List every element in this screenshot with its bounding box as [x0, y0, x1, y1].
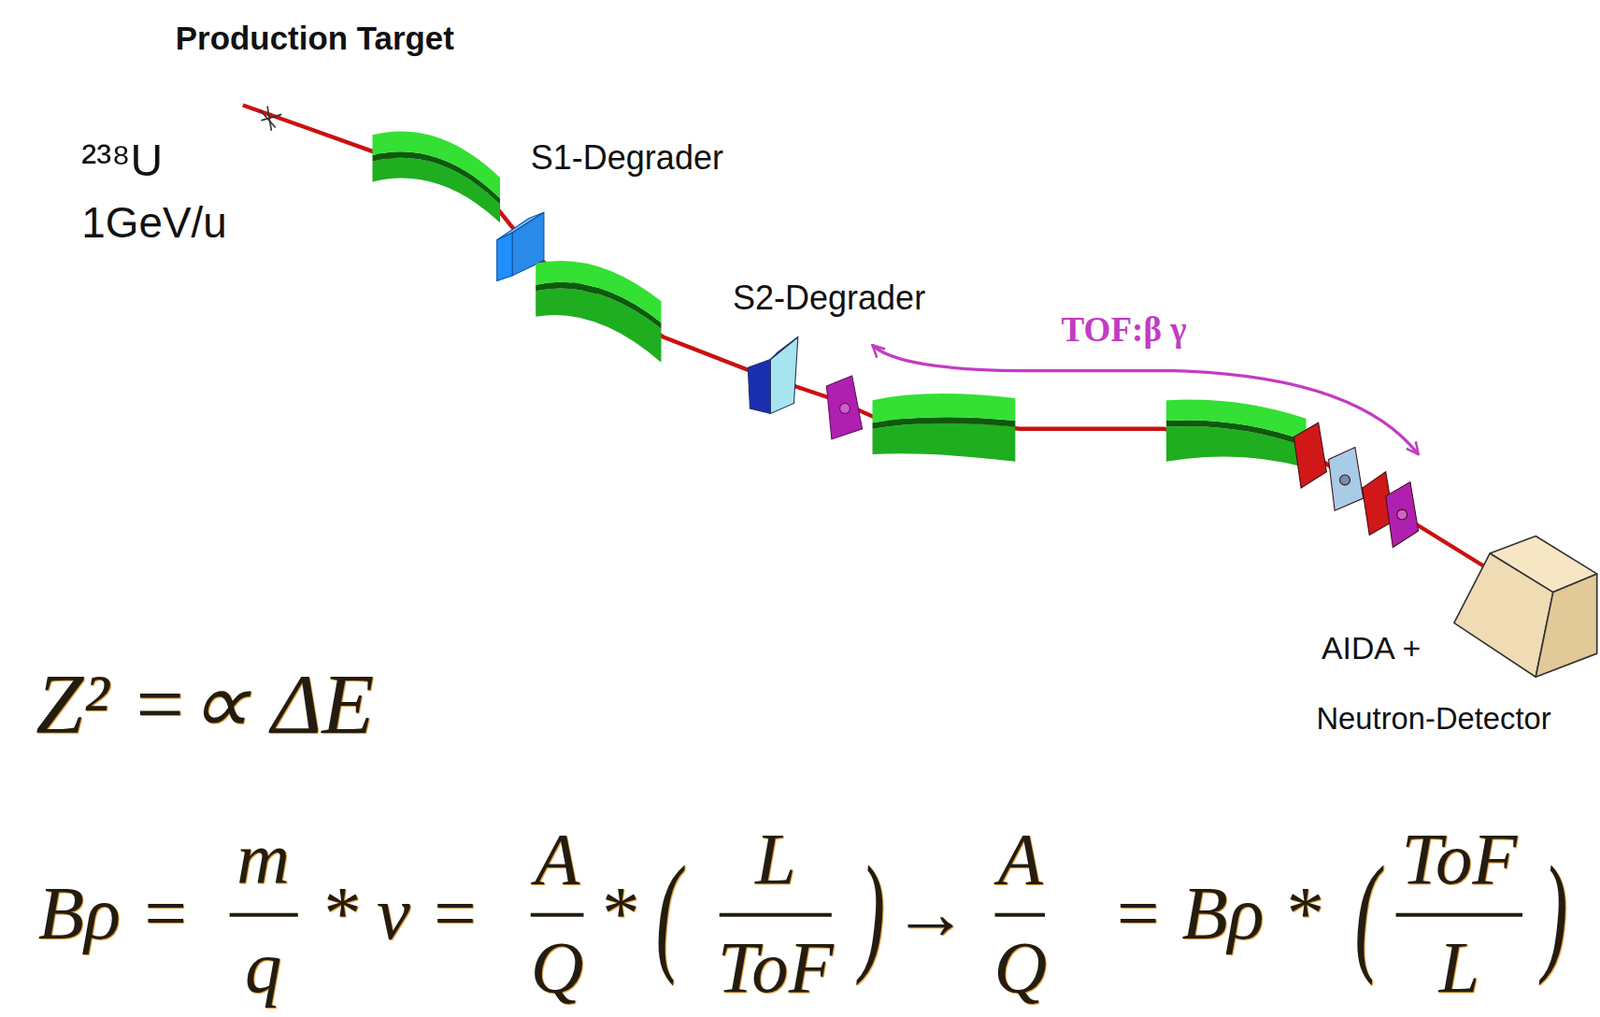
equation: Z² =∝ ΔE — [35, 661, 374, 748]
aida-neutron-detector — [1454, 535, 1598, 677]
parenthesis: ) — [1542, 846, 1569, 979]
dipole-magnet — [1166, 400, 1307, 469]
degrader-label: S2-Degrader — [732, 281, 926, 315]
numerator: m — [236, 822, 290, 897]
parenthesis: ( — [656, 846, 682, 979]
parenthesis: ( — [1355, 846, 1381, 979]
numerator: A — [998, 822, 1043, 897]
dipole-magnet — [872, 393, 1016, 462]
beam-line — [242, 105, 1486, 568]
denominator: ToF — [717, 930, 834, 1005]
numerator: L — [755, 822, 797, 897]
denominator: L — [1438, 930, 1480, 1005]
denominator: Q — [530, 930, 585, 1005]
operator: * — [598, 875, 636, 952]
detector — [826, 375, 862, 440]
dipole-magnet — [372, 130, 500, 223]
degrader-label: S1-Degrader — [530, 141, 724, 175]
numerator: A — [534, 822, 580, 897]
detector-label: AIDA + — [1321, 632, 1421, 665]
s2-degrader — [747, 336, 799, 414]
detector-stack — [1293, 422, 1418, 547]
equation-term: * v = — [319, 875, 480, 952]
parenthesis: ) — [859, 846, 886, 979]
production-target — [259, 106, 282, 131]
operator: → — [892, 875, 969, 952]
equation-term: = Bρ * — [1112, 875, 1321, 952]
denominator: q — [244, 930, 282, 1005]
dipole-magnet — [535, 260, 661, 363]
target-label: Production Target — [175, 22, 455, 56]
tof-arrow — [872, 344, 1419, 455]
equation-term: Bρ = — [38, 875, 191, 952]
denominator: Q — [993, 930, 1047, 1005]
numerator: ToF — [1400, 822, 1517, 897]
beam-isotope: ²³⁸U — [81, 138, 163, 184]
beam-energy: 1GeV/u — [81, 201, 227, 245]
tof-label: TOF:β γ — [1061, 312, 1187, 347]
detector-label: Neutron-Detector — [1315, 703, 1551, 735]
